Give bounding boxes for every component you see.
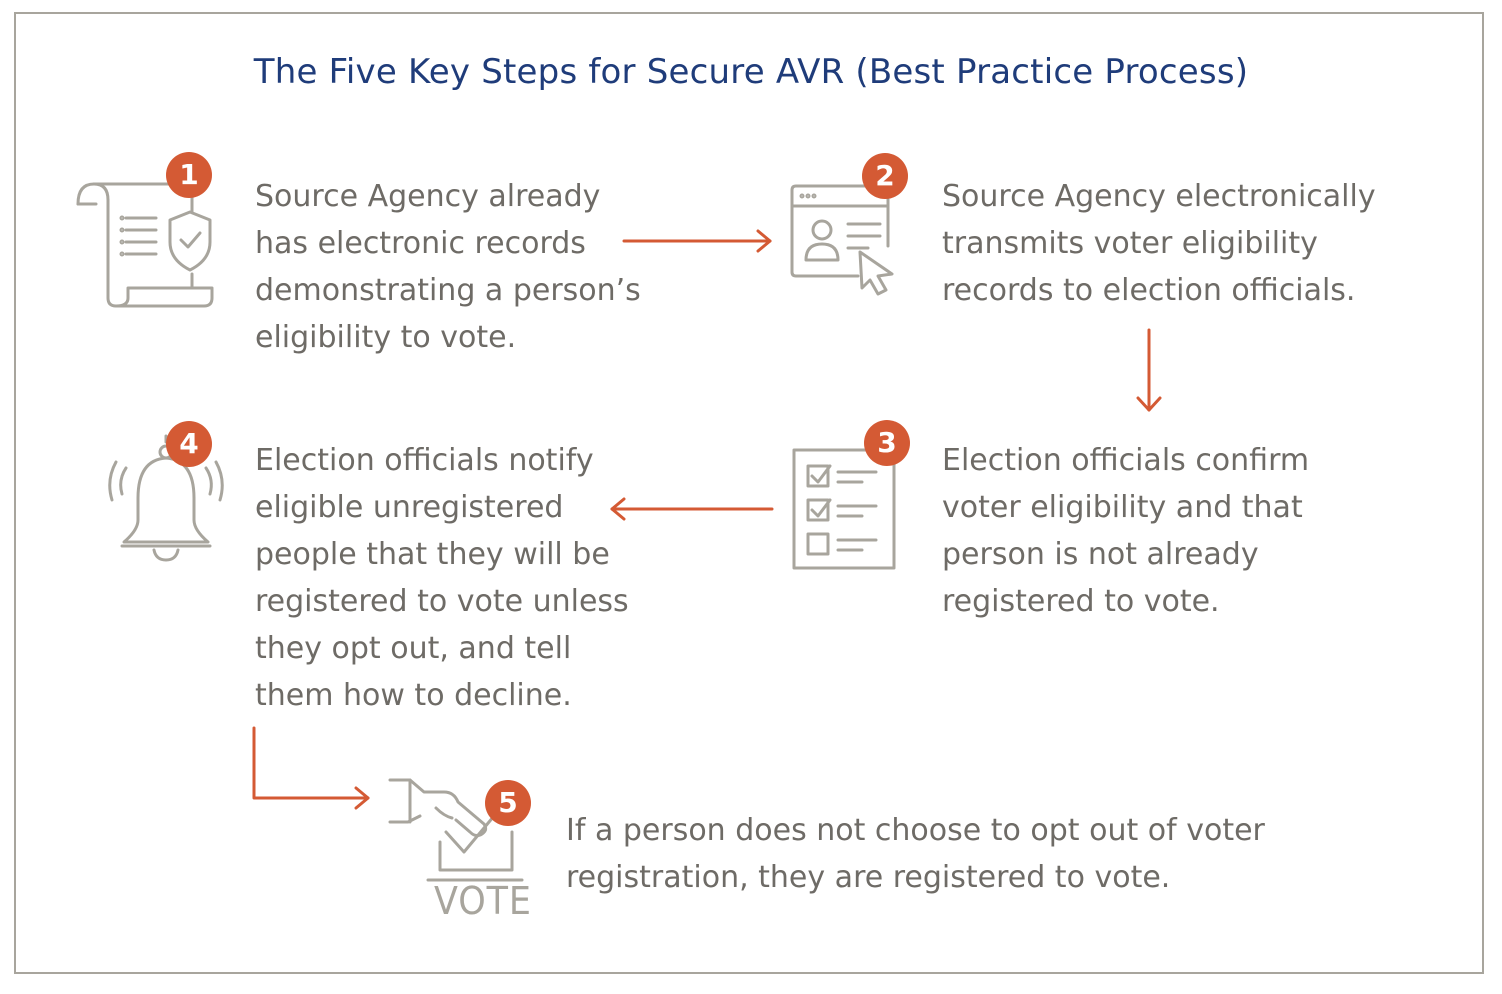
step-5-text: If a person does not choose to opt out o…	[566, 813, 1265, 895]
arrow-step1-to-step2	[622, 229, 772, 253]
scroll-shield-icon	[72, 176, 222, 311]
diagram-frame	[14, 12, 1484, 974]
arrow-step3-to-step4	[610, 497, 774, 521]
step-1-badge: 1	[166, 152, 212, 198]
arrow-step2-to-step3	[1136, 328, 1162, 412]
step-2-text: Source Agency electronically transmits v…	[942, 179, 1376, 308]
step-5-badge: 5	[485, 780, 531, 826]
checklist-icon	[790, 446, 900, 574]
ballot-box-vote-label: VOTE	[434, 879, 532, 923]
step-1-text: Source Agency already has electronic rec…	[255, 179, 641, 355]
step-3-text: Election officials confirm voter eligibi…	[942, 443, 1310, 619]
ringing-bell-icon	[108, 424, 224, 564]
step-3-badge: 3	[864, 420, 910, 466]
step-4-badge: 4	[166, 421, 212, 467]
step-4-text: Election officials notify eligible unreg…	[255, 443, 629, 713]
diagram-title: The Five Key Steps for Secure AVR (Best …	[253, 52, 1249, 92]
arrow-step4-to-step5	[252, 726, 370, 810]
step-2-badge: 2	[862, 153, 908, 199]
ballot-box-icon: VOTE	[384, 772, 534, 924]
